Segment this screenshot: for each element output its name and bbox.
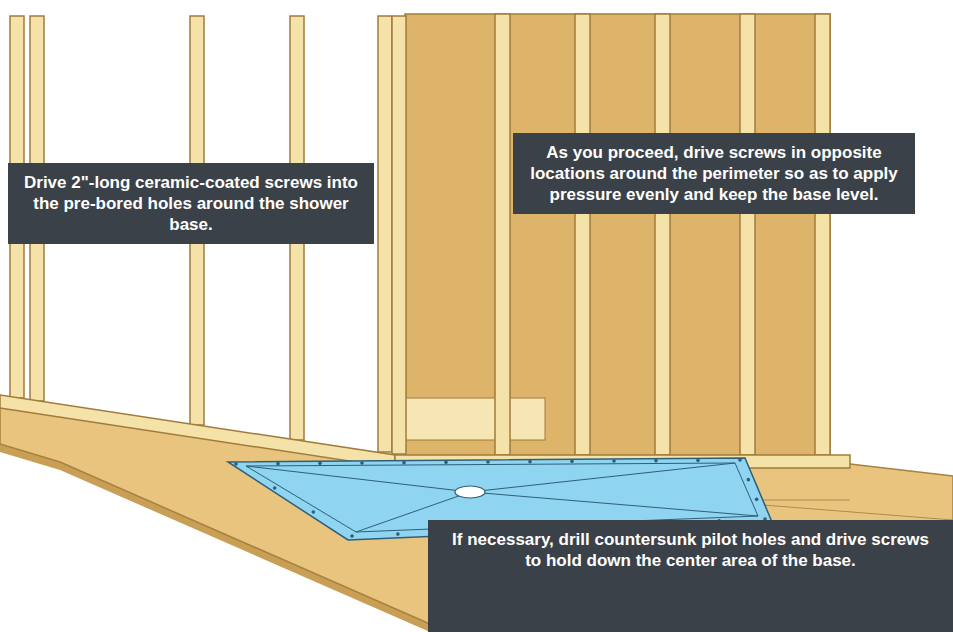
callout-box: As you proceed, drive screws in opposite… (513, 133, 915, 214)
screw-hole (402, 461, 406, 465)
screw-hole (318, 462, 322, 466)
stud (655, 14, 670, 455)
screw-hole (696, 459, 700, 463)
screw-hole (747, 478, 751, 482)
callout-text: Drive 2"-long ceramic-coated screws into… (20, 172, 362, 235)
stud (392, 16, 406, 454)
screw-hole (312, 510, 316, 514)
screw-hole (570, 460, 574, 464)
screw-hole (755, 498, 759, 502)
screw-hole (273, 486, 277, 490)
right-wall-sheathing (405, 14, 830, 464)
screw-hole (276, 462, 280, 466)
callout-text: As you proceed, drive screws in opposite… (527, 142, 901, 205)
stud (495, 14, 510, 455)
callout-box: If necessary, drill countersunk pilot ho… (428, 520, 953, 632)
screw-hole (612, 459, 616, 463)
screw-hole (528, 460, 532, 464)
stud (815, 14, 830, 455)
screw-hole (350, 534, 354, 538)
stud (575, 14, 590, 455)
callout-box: Drive 2"-long ceramic-coated screws into… (8, 163, 374, 244)
stud (378, 16, 392, 452)
bottom-plates (0, 395, 850, 468)
screw-hole (360, 461, 364, 465)
screw-hole (444, 461, 448, 465)
screw-hole (486, 460, 490, 464)
screw-hole (234, 462, 238, 466)
screw-hole (396, 532, 400, 536)
callout-text: If necessary, drill countersunk pilot ho… (446, 529, 935, 571)
stud (740, 14, 755, 455)
screw-hole (738, 458, 742, 462)
screw-hole (654, 459, 658, 463)
